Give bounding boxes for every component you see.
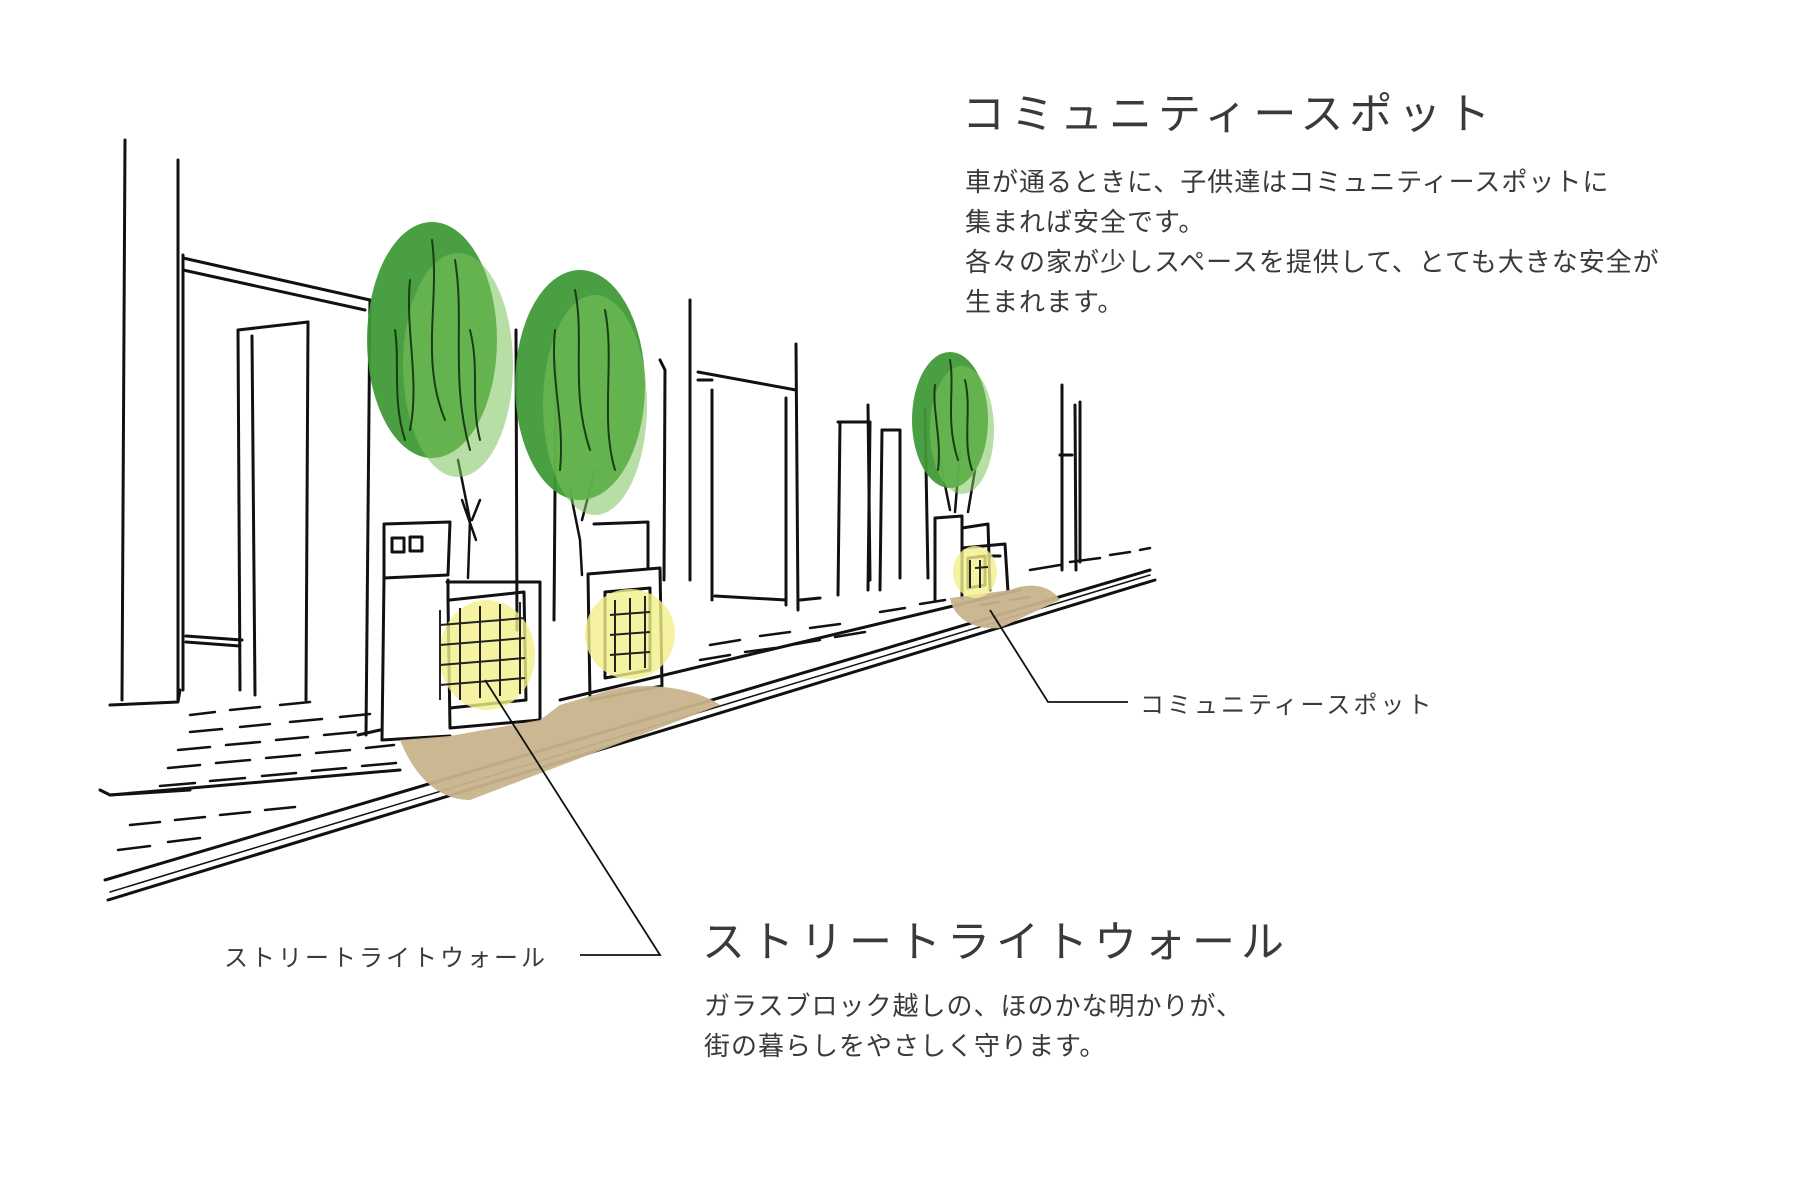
door-left: [236, 320, 310, 702]
community-spot-line-4: 生まれます。: [965, 288, 1125, 318]
community-spot-title: コミュニティースポット: [962, 90, 1497, 140]
tree-2-light: [543, 295, 647, 515]
paving: [116, 546, 1152, 852]
tree-3-light: [930, 366, 994, 494]
far-buildings: [836, 383, 1082, 597]
street-light-wall-leader: [484, 679, 662, 956]
tree-trunks: [456, 448, 977, 580]
street-light-wall-description: ガラスブロック越しの、ほのかな明かりが、 街の暮らしをやさしく守ります。: [704, 987, 1243, 1067]
community-spot-line-3: 各々の家が少しスペースを提供して、とても大きな安全が: [965, 248, 1660, 278]
community-spot-callout-label: コミュニティースポット: [1140, 691, 1435, 719]
glass-block-grid: [439, 560, 989, 700]
community-spot-line-1: 車が通るときに、子供達はコミュニティースポットに: [965, 168, 1610, 198]
street-light-wall-line-2: 街の暮らしをやさしく守ります。: [704, 1032, 1107, 1062]
left-wall: [108, 138, 382, 797]
street-light-wall-line-1: ガラスブロック越しの、ほのかな明かりが、: [704, 992, 1243, 1022]
street-light-wall-callout-label: ストリートライトウォール: [224, 944, 548, 972]
community-spot-line-2: 集まれば安全です。: [965, 208, 1206, 238]
community-spot-leader: [989, 609, 1128, 703]
street-light-wall-title: ストリートライトウォール: [702, 918, 1290, 968]
branch-scribbles: [394, 239, 973, 471]
community-spot-description: 車が通るときに、子供達はコミュニティースポットに 集まれば安全です。 各々の家が…: [965, 163, 1660, 323]
glass-block-glow: [439, 546, 997, 710]
leader-lines: [484, 609, 1128, 956]
